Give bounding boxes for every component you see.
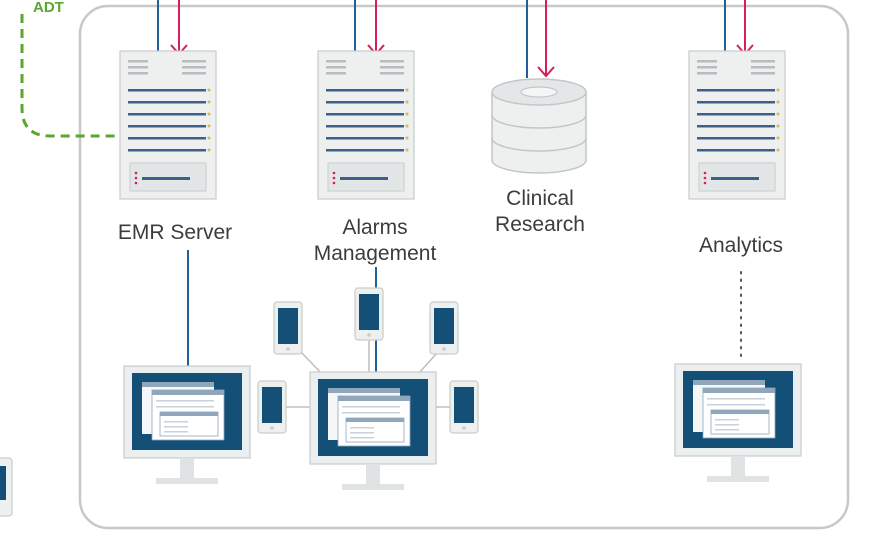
hospital-network-frame <box>78 4 850 530</box>
analytics-link-lines <box>724 0 754 56</box>
mobile-device-icon <box>354 287 384 341</box>
mobile-device-icon <box>257 380 287 434</box>
emr-server-icon <box>119 50 217 200</box>
mobile-device-icon <box>429 301 459 355</box>
emr-link-lines <box>157 0 188 56</box>
alarms-workstation-icon <box>309 371 437 491</box>
research-label-line2: Research <box>495 213 585 236</box>
clinical-research-label: Clinical Research <box>455 186 625 238</box>
analytics-label: Analytics <box>698 234 784 257</box>
database-icon <box>491 78 587 174</box>
analytics-server-icon <box>688 50 786 200</box>
adt-label: ADT <box>33 0 64 16</box>
emr-server-label: EMR Server <box>117 221 233 244</box>
mobile-device-icon <box>273 301 303 355</box>
analytics-workstation-icon <box>674 363 802 483</box>
alarms-server-icon <box>317 50 415 200</box>
alarms-label-line1: Alarms <box>342 216 408 239</box>
adt-connection-line <box>20 14 118 138</box>
alarms-link-lines <box>354 0 385 56</box>
external-device-icon <box>0 457 13 517</box>
mobile-device-icon <box>449 380 479 434</box>
alarms-management-label: Alarms Management <box>290 215 460 267</box>
alarms-label-line2: Management <box>313 242 437 265</box>
emr-workstation-icon <box>123 365 251 485</box>
research-label-line1: Clinical <box>506 187 574 210</box>
research-link-lines <box>526 0 555 78</box>
